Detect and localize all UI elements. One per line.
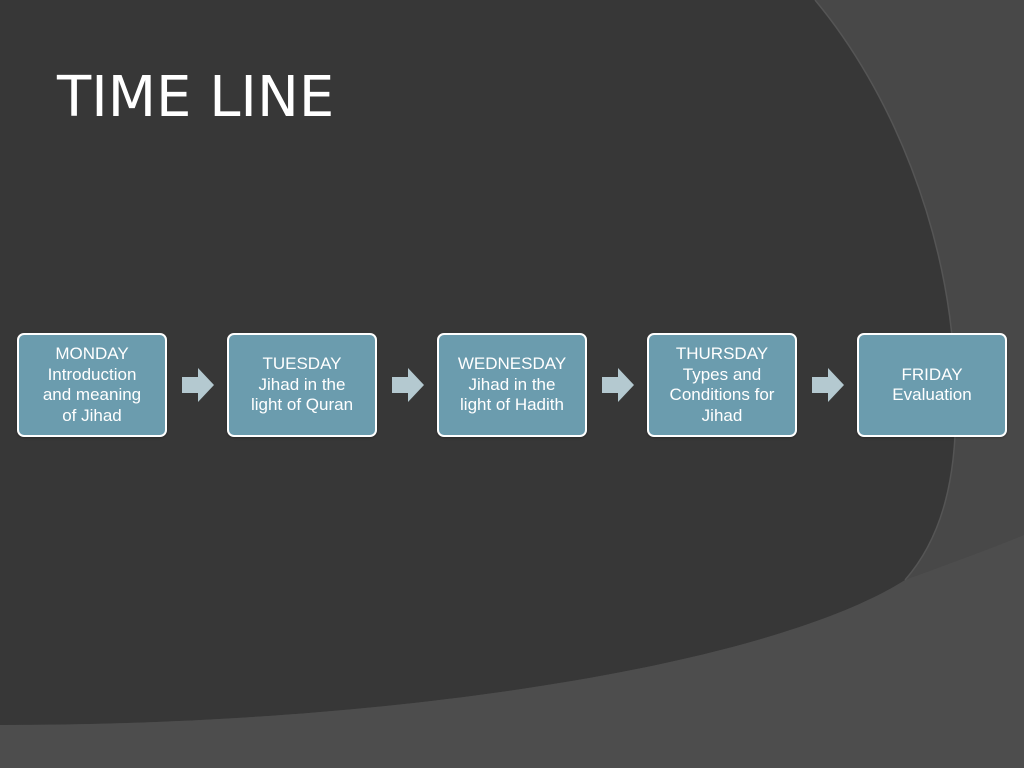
step-topic-line: Conditions for <box>669 385 775 404</box>
timeline-step-tuesday: TUESDAY Jihad in the light of Quran <box>227 333 377 437</box>
step-day-label: THURSDAY <box>675 344 769 363</box>
background-light-band <box>0 535 1024 768</box>
step-day-label: MONDAY <box>55 344 129 363</box>
timeline-step-monday: MONDAY Introduction and meaning of Jihad <box>17 333 167 437</box>
right-arrow-icon <box>392 368 424 402</box>
step-topic-line: Jihad in the <box>468 374 556 394</box>
timeline-flow: MONDAY Introduction and meaning of Jihad… <box>17 333 1007 437</box>
right-arrow-icon <box>602 368 634 402</box>
right-arrow-icon <box>812 368 844 402</box>
step-day-label: WEDNESDAY <box>457 354 567 374</box>
step-day-label: FRIDAY <box>901 364 963 384</box>
timeline-step-thursday: THURSDAY Types and Conditions for Jihad <box>647 333 797 437</box>
timeline-step-wednesday: WEDNESDAY Jihad in the light of Hadith <box>437 333 587 437</box>
step-topic-line: Jihad <box>701 405 743 425</box>
step-topic-line: light of Quran <box>250 395 354 415</box>
step-topic-line: and meaning <box>42 385 142 404</box>
step-topic-line: light of Hadith <box>460 395 564 415</box>
step-topic-line: Introduction <box>47 364 137 384</box>
step-topic-line: of Jihad <box>62 405 122 425</box>
right-arrow-icon <box>182 368 214 402</box>
slide-title: TIME LINE <box>57 65 335 130</box>
step-topic-line: Jihad in the <box>258 374 346 394</box>
step-day-label: TUESDAY <box>262 354 342 374</box>
step-topic-line: Evaluation <box>892 385 972 404</box>
step-topic-line: Types and <box>682 364 762 384</box>
timeline-step-friday: FRIDAY Evaluation <box>857 333 1007 437</box>
